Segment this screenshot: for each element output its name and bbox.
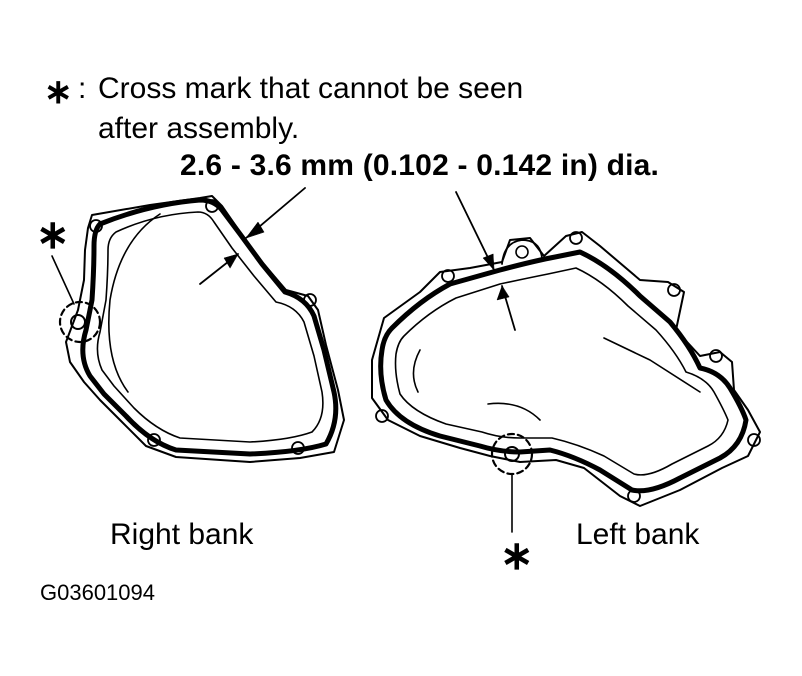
bolt-hole — [147, 433, 161, 447]
dimension-arrow-right-inner — [223, 253, 239, 269]
bead-diameter-leaders — [199, 187, 516, 331]
bolt-hole — [667, 283, 681, 297]
dimension-arrow-left-inner — [496, 285, 510, 301]
right-bank-cover-relief — [108, 213, 161, 393]
bead-diameter-label: 2.6 - 3.6 mm (0.102 - 0.142 in) dia. — [180, 149, 660, 182]
dimension-arrow-left-outer — [482, 253, 495, 271]
left-bank-boss-hole — [515, 245, 529, 259]
bolt-hole — [375, 409, 389, 423]
right-bank-cover-inner — [96, 211, 324, 443]
right-bank-cross-mark-asterisk: ∗ — [36, 213, 70, 257]
left-bank-cover-flange — [371, 231, 761, 507]
bolt-hole — [627, 489, 641, 503]
left-bank-cover-relief — [603, 337, 701, 393]
left-bank-cover-boss — [501, 239, 543, 265]
right-bank-cross-mark-circle — [58, 300, 102, 344]
legend-colon: : — [78, 72, 87, 105]
left-bank-caption: Left bank — [576, 518, 700, 551]
bolt-hole — [569, 231, 583, 245]
bolt-hole — [303, 293, 317, 307]
left-bank-cover-inner — [394, 267, 729, 476]
left-bank-bolt-holes — [375, 231, 761, 503]
right-bank-bolt-holes — [89, 199, 317, 455]
left-bank-cross-mark-hole — [504, 446, 520, 462]
right-bank-cover-flange — [65, 195, 345, 463]
dimension-arrow-right-outer — [245, 221, 265, 239]
left-bank-cross-mark-asterisk: ∗ — [500, 534, 534, 578]
legend-asterisk: ∗ — [44, 73, 73, 111]
left-bank-cover-relief — [487, 402, 541, 421]
legend-text-line2: after assembly. — [98, 112, 300, 145]
bolt-hole — [291, 441, 305, 455]
left-bank-sealant-bead — [378, 249, 749, 494]
bolt-hole — [747, 433, 761, 447]
left-bank-timing-cover — [371, 231, 761, 533]
right-bank-cross-mark-hole — [70, 314, 86, 330]
bolt-hole — [89, 219, 103, 233]
bolt-hole — [205, 199, 219, 213]
right-bank-asterisk-leader — [51, 255, 75, 305]
bolt-hole — [441, 269, 455, 283]
bolt-hole — [709, 349, 723, 363]
legend-text-line1: Cross mark that cannot be seen — [98, 72, 524, 105]
right-bank-timing-cover — [51, 195, 345, 463]
right-bank-caption: Right bank — [110, 518, 254, 551]
right-bank-sealant-bead — [80, 197, 339, 457]
figure-code: G03601094 — [40, 580, 155, 605]
left-bank-cover-relief — [412, 349, 421, 393]
